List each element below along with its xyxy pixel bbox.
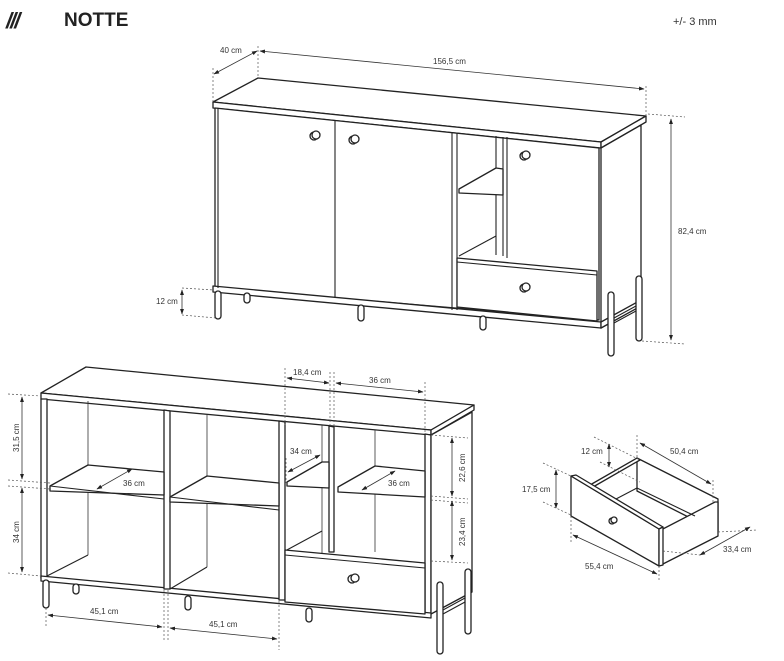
label-height: 82,4 cm xyxy=(678,227,707,236)
open-view-dimensions: 31,5 cm 34 cm 36 cm 18,4 cm 36 cm 34 cm … xyxy=(7,368,469,650)
label-drawer-inner-height: 12 cm xyxy=(581,447,603,456)
label-narrow-shelf-depth: 34 cm xyxy=(290,447,312,456)
product-title: NOTTE xyxy=(64,10,129,31)
label-drawer-inner-length: 50,4 cm xyxy=(670,447,699,456)
label-right-shelf-depth: 36 cm xyxy=(388,479,410,488)
label-width: 156,5 cm xyxy=(433,57,466,66)
label-right-compartment-width: 36 cm xyxy=(369,376,391,385)
label-narrow-compartment-width: 18,4 cm xyxy=(293,368,322,377)
label-lower-height-left: 34 cm xyxy=(12,521,21,543)
label-drawer-front-height: 17,5 cm xyxy=(522,485,551,494)
brand-logo-mark: /// xyxy=(6,8,20,33)
label-depth: 40 cm xyxy=(220,46,242,55)
closed-sideboard-view xyxy=(212,77,647,357)
closed-view-dimensions: 40 cm 156,5 cm 82,4 cm 12 cm xyxy=(156,46,707,345)
drawer-detail-view xyxy=(570,457,719,567)
label-compartment-width-2: 45,1 cm xyxy=(209,620,238,629)
drawer-dimensions: 12 cm 17,5 cm 50,4 cm 33,4 cm 55,4 cm xyxy=(522,435,758,580)
label-drawer-outer-length: 55,4 cm xyxy=(585,562,614,571)
tolerance-note: +/- 3 mm xyxy=(673,16,717,28)
label-upper-height-left: 31,5 cm xyxy=(12,423,21,452)
label-shelf-depth-left: 36 cm xyxy=(123,479,145,488)
label-upper-height-right: 22,6 cm xyxy=(458,453,467,482)
label-lower-height-right: 23,4 cm xyxy=(458,517,467,546)
label-compartment-width-1: 45,1 cm xyxy=(90,607,119,616)
label-leg-height: 12 cm xyxy=(156,297,178,306)
label-drawer-width: 33,4 cm xyxy=(723,545,752,554)
